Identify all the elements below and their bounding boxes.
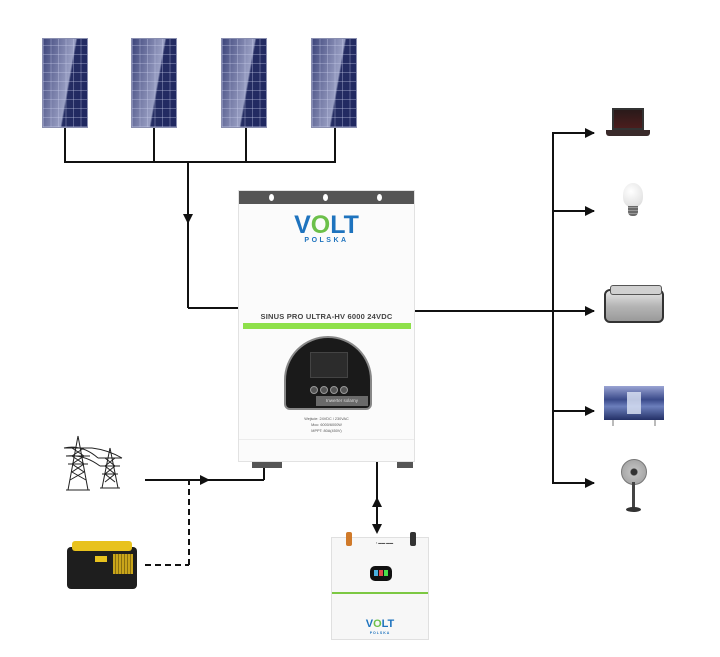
inverter-button [310,386,318,394]
inverter-lcd-screen [310,352,348,378]
battery: ▪ ▬▬ ▬▬ VOLT POLSKA [331,532,429,640]
battery-logo: VOLT [365,618,395,630]
inverter: VOLT POLSKA SINUS PRO ULTRA-HV 6000 24VD… [238,190,415,462]
inverter-green-strip [243,323,411,329]
inverter-logo: VOLT [294,211,359,239]
battery-terminal-positive [346,532,352,546]
power-grid-icon [63,435,123,491]
inverter-model-label: SINUS PRO ULTRA-HV 6000 24VDC [260,312,393,321]
load-label: Laptop [0,0,1,1]
inverter-logo-polska: POLSKA [304,237,349,244]
inverter-foot-left [252,462,282,468]
grid-arrow [200,475,210,485]
battery-green-strip [332,592,428,594]
inverter-top-bar [239,191,414,204]
battery-logo-polska: POLSKA [369,631,391,635]
inverter-button [320,386,328,394]
solar-panel-3 [221,38,267,128]
inverter-button [330,386,338,394]
mount-hole [323,194,328,201]
inverter-panel-seam [239,439,414,440]
inverter-control-panel: Inwerter solarny [284,336,372,410]
mount-hole [377,194,382,201]
battery-terminal-negative [410,532,416,546]
solar-panel-2 [131,38,177,128]
solar-panel-4 [311,38,357,128]
battery-arrow-up [372,497,382,507]
battery-arrow-down [372,524,382,534]
inverter-spec-line: MPPT: 80A(450V) [311,429,342,433]
solar-panel-1 [42,38,88,128]
mount-hole [269,194,274,201]
generator-wire [145,481,190,566]
inverter-button [340,386,348,394]
inverter-spec-line: Moc: 6000/6000W [311,423,342,427]
inverter-spec-line: Wejście: 24VDC / 230VAC [304,417,349,421]
solar-arrow [183,214,193,224]
inverter-foot-right [397,462,413,468]
inverter-panel-label: Inwerter solarny [316,396,368,406]
battery-id-label: ▪ ▬▬ ▬▬ [376,541,394,545]
battery-display [370,566,392,581]
